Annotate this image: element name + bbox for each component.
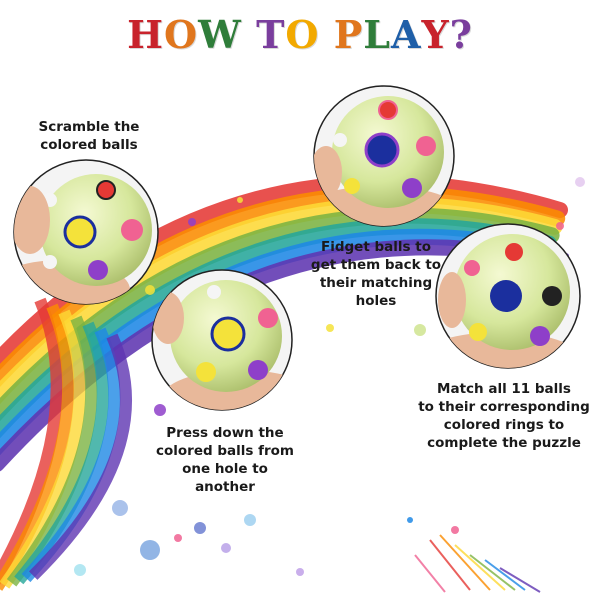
rainbow-ribbon bbox=[0, 303, 75, 591]
confetti-streak bbox=[429, 539, 471, 591]
title-letter: O bbox=[285, 12, 320, 57]
rainbow-ribbon bbox=[21, 327, 121, 583]
confetti-dot bbox=[188, 218, 196, 226]
title-letter: O bbox=[164, 12, 199, 57]
confetti-dot bbox=[575, 177, 585, 187]
caption-line: colored rings to bbox=[443, 417, 565, 433]
confetti-dot bbox=[154, 404, 166, 416]
caption-line: colored balls from bbox=[156, 443, 294, 459]
confetti-dot bbox=[326, 324, 334, 332]
confetti-streak bbox=[454, 544, 506, 591]
title-letter: W bbox=[198, 12, 242, 57]
confetti-streak bbox=[499, 567, 541, 593]
title-letter: P bbox=[333, 12, 364, 57]
step-fidget-image bbox=[313, 85, 455, 227]
confetti-dot bbox=[296, 568, 304, 576]
rainbow-swoosh bbox=[0, 175, 568, 591]
step-scramble-caption: Scramble the colored balls bbox=[14, 118, 164, 154]
title-letter: ? bbox=[449, 12, 473, 57]
confetti-dot bbox=[407, 517, 413, 523]
title-letter: L bbox=[363, 12, 391, 57]
page-title: HOW TO PLAY? bbox=[0, 12, 600, 57]
rainbow-ribbon bbox=[14, 321, 109, 585]
rainbow-ribbon bbox=[6, 315, 98, 587]
caption-line: Press down the bbox=[166, 425, 284, 441]
confetti-dots bbox=[74, 177, 585, 576]
confetti-dot bbox=[237, 197, 243, 203]
confetti-streaks bbox=[414, 534, 541, 593]
confetti-dot bbox=[414, 324, 426, 336]
confetti-dot bbox=[556, 222, 564, 230]
title-letter: Y bbox=[421, 12, 450, 57]
caption-line: another bbox=[195, 479, 255, 495]
caption-line: to their corresponding bbox=[418, 399, 590, 415]
confetti-streak bbox=[439, 534, 491, 591]
confetti-dot bbox=[244, 514, 256, 526]
caption-line: get them back to bbox=[310, 257, 442, 273]
confetti-dot bbox=[174, 534, 182, 542]
caption-line: Scramble the bbox=[38, 119, 140, 135]
confetti-streak bbox=[484, 559, 526, 591]
caption-line: Fidget balls to bbox=[321, 239, 431, 255]
title-letter bbox=[242, 12, 256, 57]
rainbow-ribbon bbox=[0, 309, 86, 589]
rainbow-ribbon bbox=[28, 333, 132, 580]
caption-line: their matching bbox=[319, 275, 433, 291]
confetti-dot bbox=[145, 285, 155, 295]
step-match-image bbox=[435, 223, 581, 369]
caption-line: complete the puzzle bbox=[427, 435, 581, 451]
caption-line: colored balls bbox=[40, 137, 138, 153]
rainbow-ribbon bbox=[0, 297, 63, 585]
confetti-streak bbox=[414, 554, 446, 593]
confetti-dot bbox=[140, 540, 160, 560]
confetti-streak bbox=[469, 554, 516, 591]
title-letter: T bbox=[256, 12, 286, 57]
title-letter: A bbox=[390, 12, 422, 57]
step-match-caption: Match all 11 balls to their corresponding… bbox=[412, 380, 596, 452]
confetti-dot bbox=[74, 564, 86, 576]
step-press-caption: Press down the colored balls from one hole… bbox=[140, 424, 310, 496]
confetti-dot bbox=[112, 500, 128, 516]
caption-line: holes bbox=[355, 293, 397, 309]
step-press-image bbox=[151, 269, 293, 411]
confetti-dot bbox=[451, 526, 459, 534]
caption-line: one hole to bbox=[182, 461, 268, 477]
title-letter bbox=[319, 12, 333, 57]
confetti-dot bbox=[194, 522, 206, 534]
caption-line: Match all 11 balls bbox=[437, 381, 571, 397]
title-letter: H bbox=[127, 12, 165, 57]
step-fidget-caption: Fidget balls to get them back to their mat… bbox=[296, 238, 456, 310]
confetti-dot bbox=[221, 543, 231, 553]
